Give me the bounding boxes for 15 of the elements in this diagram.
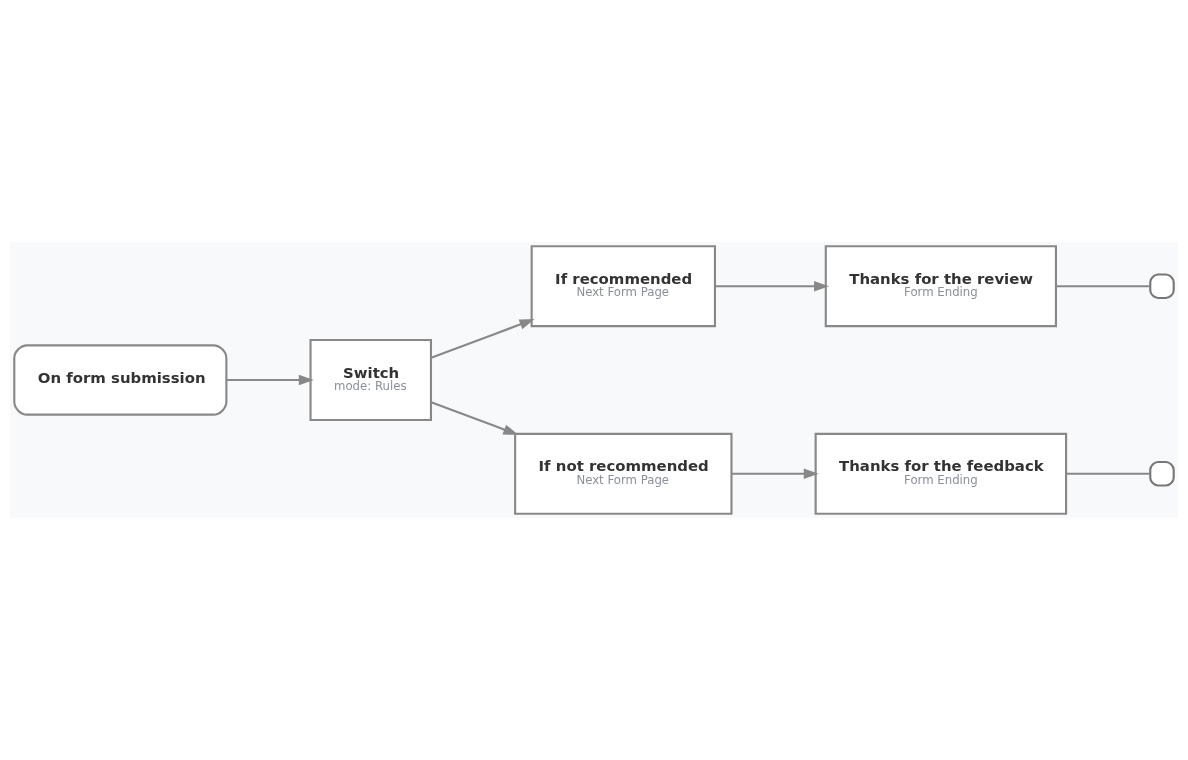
node-box [1149, 273, 1175, 299]
node-box: On form submission [13, 344, 228, 416]
arrow [731, 468, 819, 479]
node-box: Switch mode: Rules [309, 338, 433, 422]
arrow [430, 401, 519, 435]
arrow [715, 281, 829, 292]
node-box: If recommended Next Form Page [530, 245, 716, 328]
node-box [1149, 461, 1175, 487]
node-box: Thanks for the feedback Form Ending [814, 432, 1068, 515]
connector [1066, 472, 1150, 475]
connector [1056, 285, 1151, 288]
arrow [430, 319, 535, 359]
arrow [226, 374, 314, 386]
node-box: Thanks for the review Form Ending [824, 245, 1057, 328]
node-box: If not recommended Next Form Page [514, 432, 733, 515]
